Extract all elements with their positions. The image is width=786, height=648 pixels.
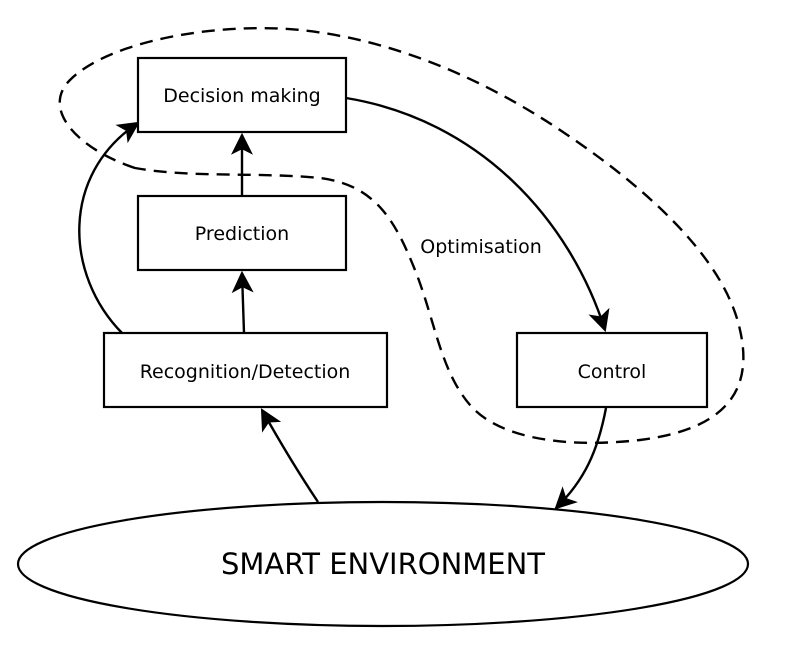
node-smart-environment: SMART ENVIRONMENT — [16, 500, 750, 628]
node-recognition-detection-label: Recognition/Detection — [140, 361, 351, 383]
node-recognition-detection: Recognition/Detection — [102, 331, 389, 409]
node-decision-making-label: Decision making — [163, 85, 320, 107]
arrow-recognition-to-decision — [78, 121, 140, 334]
node-control-label: Control — [578, 361, 647, 383]
node-prediction: Prediction — [136, 194, 348, 272]
node-prediction-label: Prediction — [195, 223, 289, 245]
node-decision-making: Decision making — [136, 56, 348, 134]
node-control: Control — [515, 331, 709, 409]
arrow-environment-to-recognition — [260, 408, 319, 503]
arrow-control-to-environment — [554, 407, 608, 510]
arrow-decision-to-control — [345, 96, 610, 333]
optimisation-label: Optimisation — [420, 236, 541, 258]
arrow-recognition-to-prediction — [231, 270, 254, 334]
node-smart-environment-label: SMART ENVIRONMENT — [221, 547, 545, 581]
optimisation-region — [58, 27, 745, 445]
